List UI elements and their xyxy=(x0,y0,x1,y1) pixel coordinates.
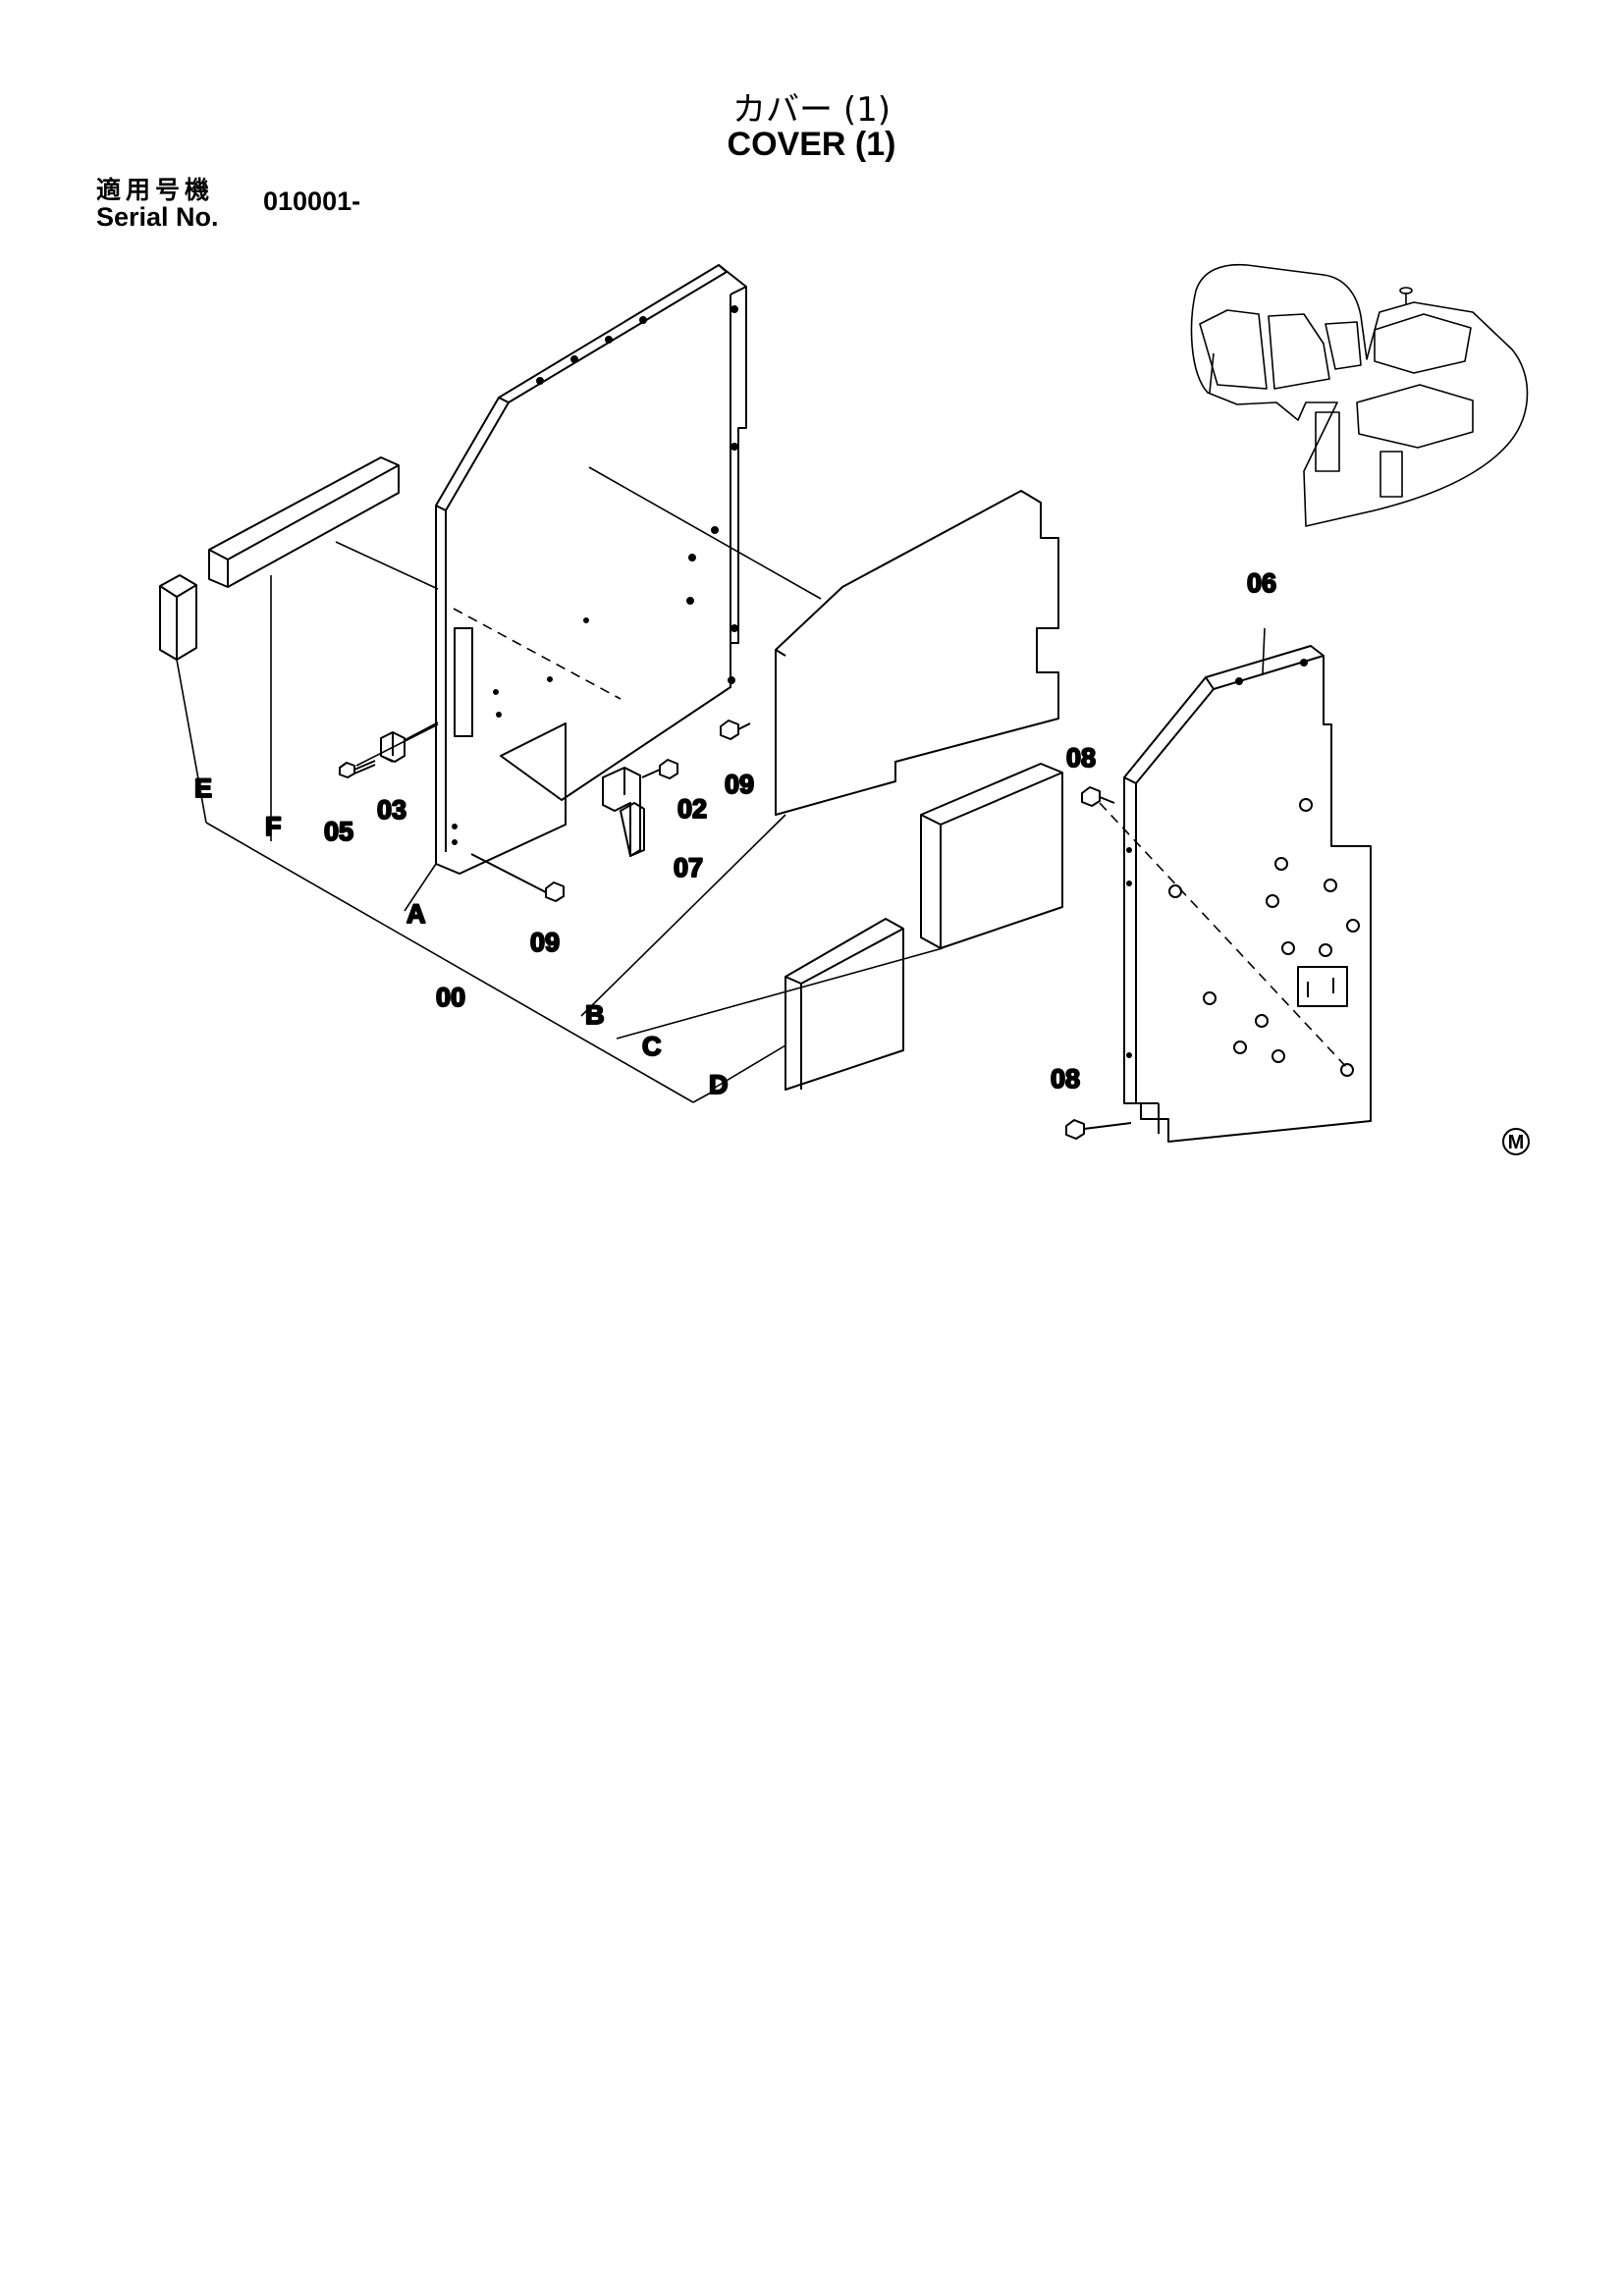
insulation-pad-e xyxy=(159,574,197,661)
side-cover-icon xyxy=(1123,645,1372,1143)
cover-panel-icon xyxy=(435,264,747,875)
excavator-icon xyxy=(1190,263,1529,527)
callout-03: 03 xyxy=(377,795,406,825)
callout-f: F xyxy=(265,812,282,841)
serial-value: 010001- xyxy=(263,187,361,216)
clip-icon xyxy=(380,731,406,763)
insulation-pad-c xyxy=(920,763,1063,949)
callout-b: B xyxy=(585,1000,605,1030)
callout-a: A xyxy=(406,899,426,929)
callout-09-upper: 09 xyxy=(725,770,754,799)
mark-letter: M xyxy=(1508,1132,1525,1153)
insulation-pad-d xyxy=(784,918,904,1091)
page-title-jp: カバー (1) xyxy=(732,90,891,130)
insulation-pad-f xyxy=(208,456,400,588)
bolt-icon xyxy=(1065,1119,1132,1140)
callout-e: E xyxy=(194,774,212,803)
callout-05: 05 xyxy=(324,817,353,846)
callout-d: D xyxy=(709,1070,729,1099)
page-title: COVER (1) xyxy=(727,126,896,163)
callout-c: C xyxy=(642,1032,662,1061)
insulation-pad-b xyxy=(775,490,1059,816)
callout-00: 00 xyxy=(436,983,465,1012)
bolt-icon xyxy=(470,853,565,902)
bolt-icon xyxy=(720,720,751,740)
bolt-icon xyxy=(1081,786,1115,807)
callout-09-lower: 09 xyxy=(530,928,560,957)
serial-label: Serial No. xyxy=(96,202,219,232)
bolt-icon xyxy=(339,760,376,778)
bracket-icon xyxy=(602,767,645,857)
callout-08-lower: 08 xyxy=(1051,1064,1080,1094)
circled-m-mark: M xyxy=(1502,1128,1530,1155)
bolt-icon xyxy=(641,759,678,779)
callout-06: 06 xyxy=(1247,568,1276,598)
guide-lines xyxy=(176,466,1350,1103)
callout-07: 07 xyxy=(674,853,703,882)
callout-02: 02 xyxy=(677,794,707,824)
serial-label-jp: 適用号機 xyxy=(96,176,215,204)
callout-08-upper: 08 xyxy=(1066,743,1096,773)
